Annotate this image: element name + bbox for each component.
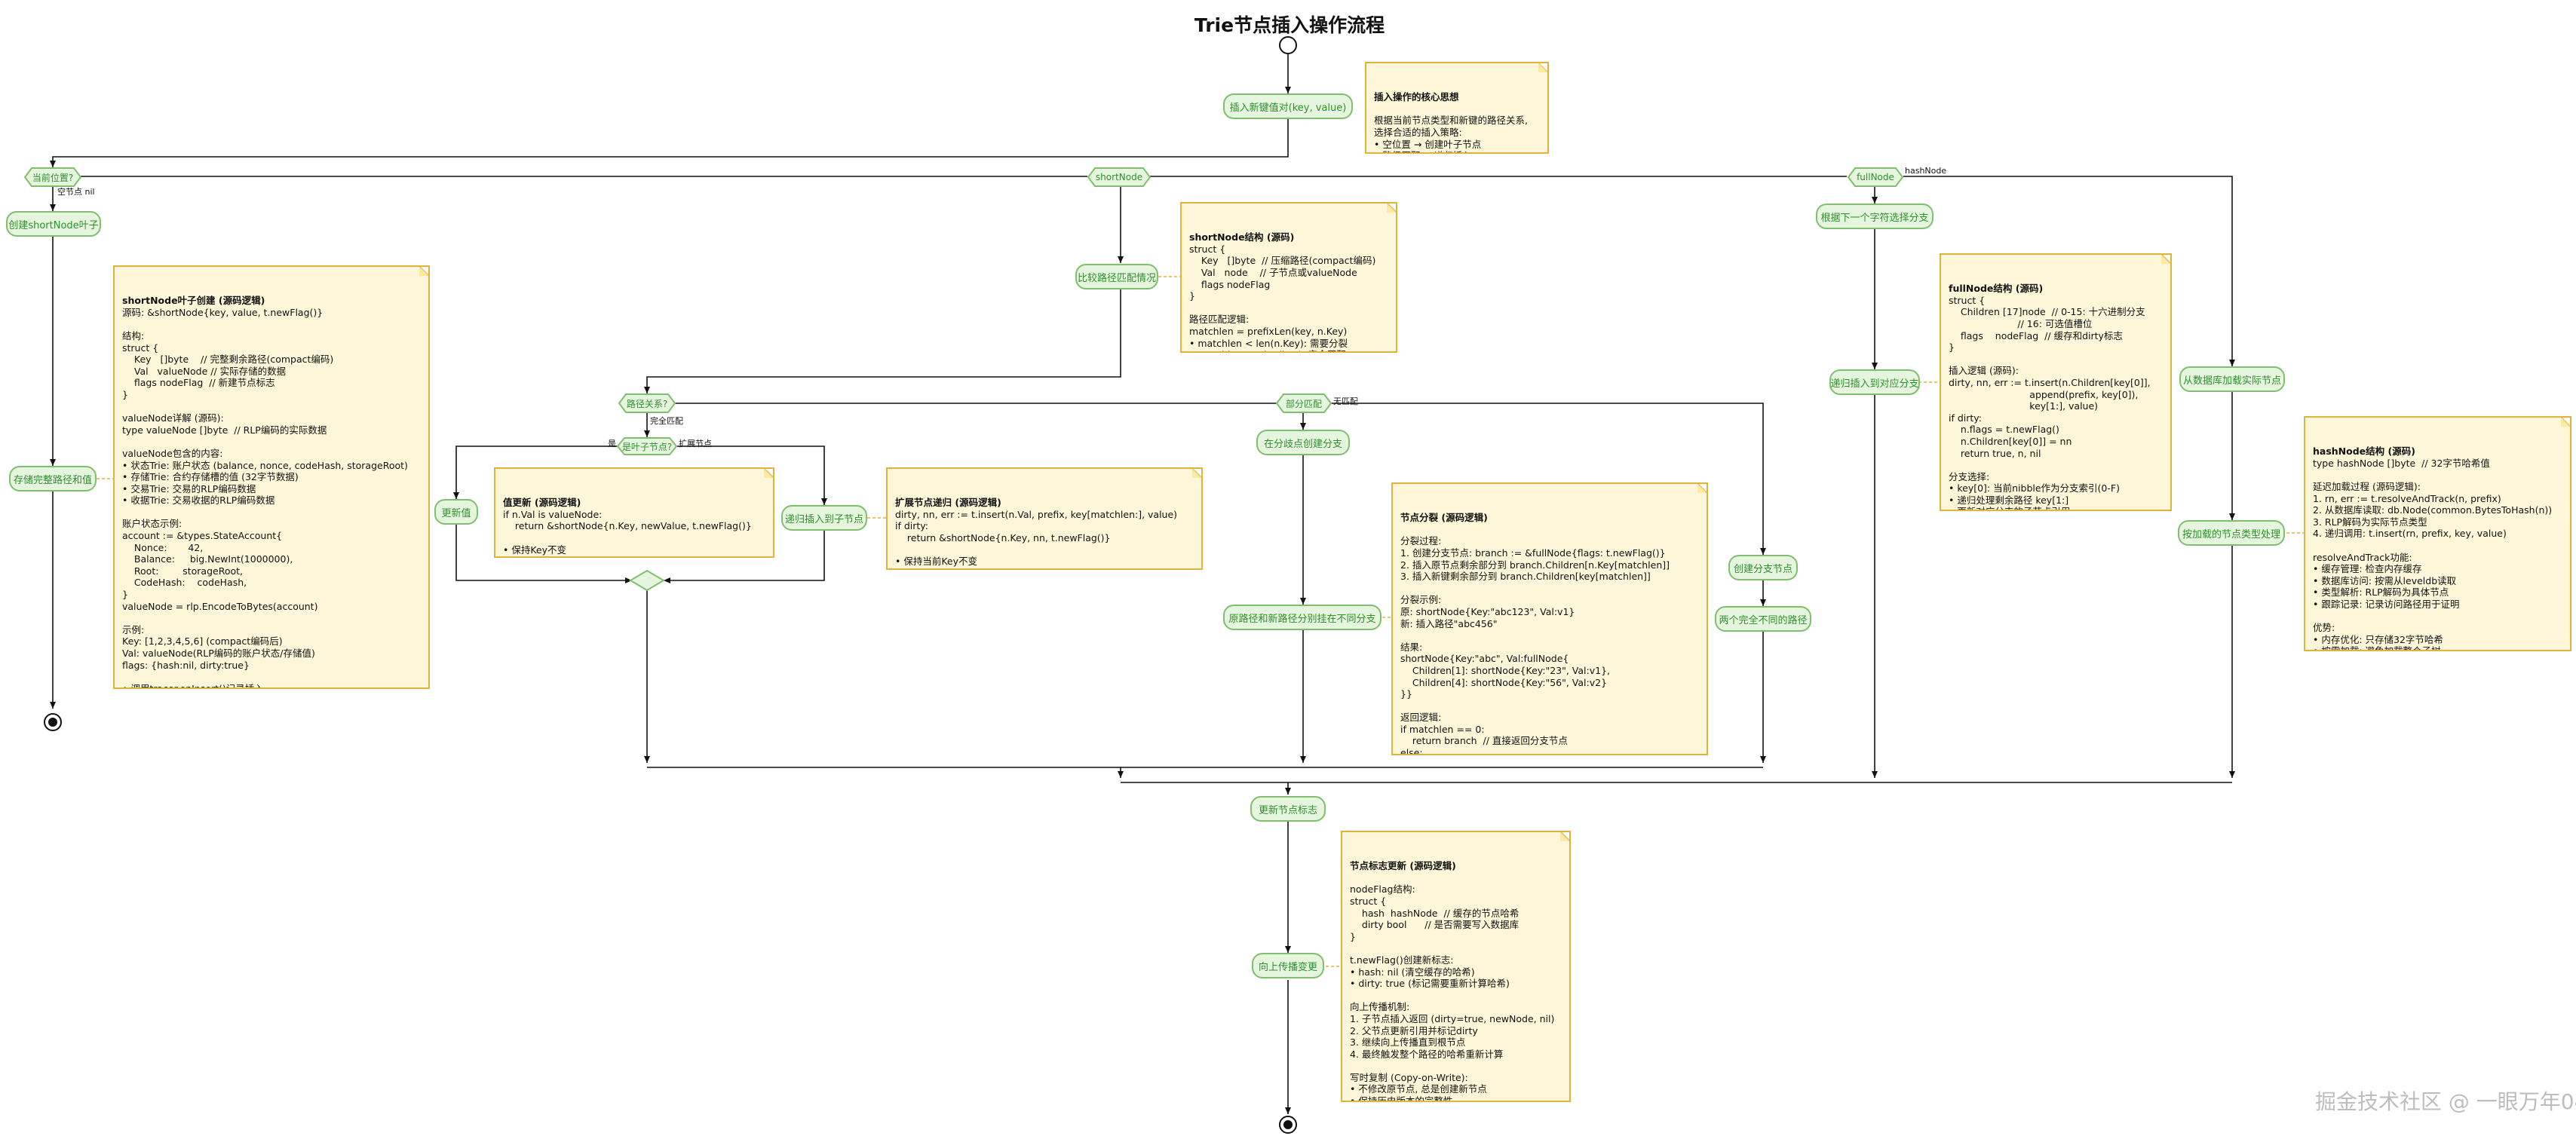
edge-label-yes: 是 <box>608 439 616 449</box>
decision-shortnode: shortNode <box>1087 167 1151 187</box>
action-two-paths: 两个完全不同的路径 <box>1715 606 1811 632</box>
note-node-split: 节点分裂 (源码逻辑) 分裂过程: 1. 创建分支节点: branch := &… <box>1391 482 1708 755</box>
action-update-flags: 更新节点标志 <box>1250 796 1326 822</box>
action-create-branch: 创建分支节点 <box>1728 555 1798 580</box>
action-recurse-branch: 递归插入到对应分支 <box>1829 369 1920 395</box>
note-value-update: 值更新 (源码逻辑)if n.Val is valueNode: return … <box>494 467 774 558</box>
note-hashnode-struct: hashNode结构 (源码)type hashNode []byte // 3… <box>2304 416 2571 651</box>
decision-partial-match: 部分匹配 <box>1276 393 1332 413</box>
merge-diamond <box>629 569 665 592</box>
end-node-bottom <box>1279 1116 1297 1134</box>
note-extension-recurse: 扩展节点递归 (源码逻辑)dirty, nn, err := t.insert(… <box>886 467 1203 570</box>
action-update-value: 更新值 <box>434 499 478 525</box>
action-store-path-value: 存储完整路径和值 <box>9 466 97 491</box>
action-insert-kv: 插入新键值对(key, value) <box>1223 93 1353 119</box>
decision-current-position: 当前位置? <box>24 167 81 187</box>
action-create-short-leaf: 创建shortNode叶子 <box>6 211 101 237</box>
edge-label-empty-nil: 空节点 nil <box>57 187 95 197</box>
edge-label-no-match: 无匹配 <box>1333 397 1358 406</box>
edge-label-extension: 扩展节点 <box>679 439 712 449</box>
action-propagate-up: 向上传播变更 <box>1252 953 1324 978</box>
decision-is-leaf: 是叶子节点? <box>617 437 677 455</box>
diagram-title: Trie节点插入操作流程 <box>1194 14 1385 36</box>
action-compare-prefix: 比较路径匹配情况 <box>1075 264 1158 289</box>
note-shortnode-leaf: shortNode叶子创建 (源码逻辑)源码: &shortNode{key, … <box>113 265 430 689</box>
note-flag-update: 节点标志更新 (源码逻辑) nodeFlag结构: struct { hash … <box>1341 831 1571 1102</box>
start-node <box>1279 36 1297 54</box>
action-load-from-db: 从数据库加载实际节点 <box>2179 366 2285 392</box>
edge-label-hashnode: hashNode <box>1905 166 1947 176</box>
edge-label-full-match: 完全匹配 <box>650 416 683 426</box>
action-recurse-child: 递归插入到子节点 <box>781 505 867 531</box>
decision-path-relation: 路径关系? <box>618 393 676 413</box>
action-split-branch: 在分歧点创建分支 <box>1256 430 1350 455</box>
action-pick-branch: 根据下一个字符选择分支 <box>1816 204 1934 229</box>
action-place-branches: 原路径和新路径分别挂在不同分支 <box>1223 605 1382 630</box>
note-core-idea: 插入操作的核心思想 根据当前节点类型和新键的路径关系, 选择合适的插入策略: •… <box>1365 62 1549 154</box>
watermark: 掘金技术社区 @ 一眼万年04 <box>2315 1089 2576 1114</box>
decision-fullnode: fullNode <box>1848 167 1903 187</box>
note-fullnode-struct: fullNode结构 (源码)struct { Children [17]nod… <box>1940 253 2172 511</box>
end-node-left <box>44 713 62 731</box>
note-shortnode-struct: shortNode结构 (源码)struct { Key []byte // 压… <box>1180 202 1397 353</box>
action-handle-by-type: 按加载的节点类型处理 <box>2178 520 2285 546</box>
